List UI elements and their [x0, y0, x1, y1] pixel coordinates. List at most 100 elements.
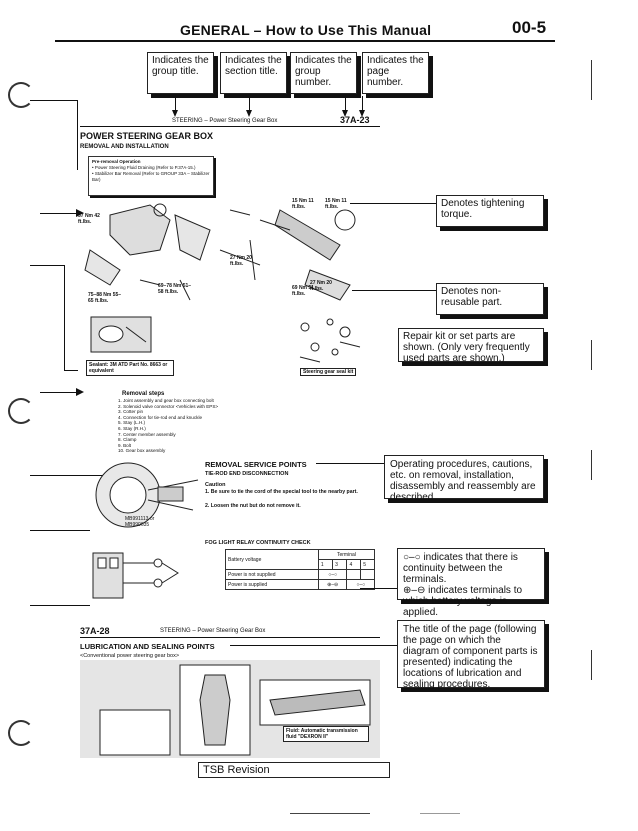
callout-text: Denotes non-reusable part. [441, 286, 503, 308]
sealant-note: Sealant: 3M ATD Part No. 8663 or equival… [86, 360, 174, 376]
callout-operating-procedures: Operating procedures, cautions, etc. on … [384, 455, 544, 503]
leader-line [30, 475, 150, 476]
leader-line [175, 96, 176, 110]
callout-continuity: ○–○ indicates that there is continuity b… [397, 548, 545, 618]
pre-removal-line: Pre-removal Operation [92, 159, 141, 164]
caution-item: 2. Loosen the nut but do not remove it. [205, 503, 301, 509]
battery-voltage-header: Battery voltage [225, 549, 319, 570]
sample-header-rule [80, 126, 380, 127]
torque-label: 15 Nm 11 ft.lbs. [292, 198, 314, 210]
removal-step: 6. Stay (R.H.) [118, 425, 146, 431]
callout-group-number: Indicates the group number. [290, 52, 357, 94]
removal-steps-title: Removal steps [122, 391, 165, 397]
leader-line [230, 645, 397, 646]
leader-line [352, 290, 436, 291]
torque-label: 27 Nm 20 ft.lbs. [230, 255, 252, 267]
leader-line [30, 265, 65, 266]
callout-text: indicates terminals to which battery vol… [403, 585, 523, 618]
battery-cell: ⊕–⊖ [317, 579, 348, 590]
removal-step: 9. Bolt [118, 442, 132, 448]
callout-text: The title of the page (following the pag… [403, 624, 538, 690]
leader-line [40, 392, 78, 393]
relay-row-label: Power is supplied [225, 579, 319, 590]
seal-kit-label: Steering gear seal kit [300, 368, 357, 376]
torque-label: 69–78 Nm 51–58 ft.lbs. [158, 283, 192, 295]
arrow-down-icon [172, 110, 178, 117]
pre-removal-line: • Power Steering Fluid Draining (Refer t… [92, 165, 196, 170]
service-sub-title: TIE-ROD END DISCONNECTION [205, 471, 289, 477]
gear-box-exploded-diagram [84, 203, 356, 301]
terminal-number: 4 [346, 559, 362, 570]
leader-line [350, 203, 436, 204]
header-rule [55, 40, 555, 42]
torque-label: 27 Nm 20 ft.lbs. [310, 280, 332, 292]
relay-check-title: FOG LIGHT RELAY CONTINUITY CHECK [205, 540, 311, 546]
lower-header-line: STEERING – Power Steering Gear Box [160, 628, 266, 634]
battery-symbol: ⊕–⊖ [403, 585, 426, 596]
binder-hole-middle [8, 398, 34, 424]
continuity-cell: ○–○ [317, 569, 348, 580]
relay-row-label: Power is not supplied [225, 569, 319, 580]
terminal-header: Terminal [317, 549, 376, 560]
callout-text: Denotes tightening torque. [441, 198, 525, 220]
sample-header-page: 37A-23 [340, 115, 370, 125]
torque-label: 69 Nm 51 ft.lbs. [292, 285, 314, 297]
arrow-right-icon [76, 209, 84, 217]
page-number: 00-5 [512, 18, 547, 37]
terminal-number: 3 [332, 559, 348, 570]
leader-line [77, 100, 78, 170]
callout-text: Repair kit or set parts are shown. (Only… [403, 331, 530, 364]
sample-header-line: STEERING – Power Steering Gear Box [172, 118, 278, 124]
removal-step: 10. Gear box assembly [118, 448, 166, 454]
seal-kit-diagram [299, 318, 361, 363]
leader-line [40, 213, 78, 214]
leader-line [64, 265, 65, 370]
removal-step: 8. Clamp [118, 437, 137, 443]
torque-label: 15 Nm 11 ft.lbs. [325, 198, 347, 210]
removal-step: 2. Solenoid valve connector <Vehicles wi… [118, 403, 219, 409]
sample-main-title: POWER STEERING GEAR BOX [80, 131, 214, 141]
callout-tightening-torque: Denotes tightening torque. [436, 195, 544, 227]
torque-label: 57 Nm 42 ft.lbs. [78, 213, 100, 225]
service-points-title: REMOVAL SERVICE POINTS [205, 460, 307, 469]
callout-lubrication-page-title: The title of the page (following the pag… [397, 620, 545, 690]
pre-removal-box: Pre-removal Operation • Power Steering F… [88, 156, 214, 196]
leader-line [30, 100, 78, 101]
leader-line [362, 96, 363, 110]
bottom-mark [290, 813, 370, 814]
leader-line [30, 605, 90, 606]
relay-diagram [92, 552, 179, 599]
torque-label: 75–88 Nm 55–65 ft.lbs. [88, 292, 122, 304]
leader-line [345, 96, 346, 110]
callout-text: Indicates the group number. [295, 55, 352, 88]
callout-text: Indicates the section title. [225, 55, 282, 77]
arrow-down-icon [246, 110, 252, 117]
callout-text: indicates that there is continuity betwe… [403, 552, 518, 585]
binder-hole-top [8, 82, 34, 108]
callout-non-reusable: Denotes non-reusable part. [436, 283, 544, 315]
terminal-number: 1 [317, 559, 334, 570]
right-margin-bar [591, 450, 592, 480]
callout-group-title: Indicates the group title. [147, 52, 214, 94]
callout-text: Operating procedures, cautions, etc. on … [390, 459, 536, 503]
callout-page-number: Indicates the page number. [362, 52, 429, 94]
leader-line [249, 96, 250, 110]
tool-ref: MB990635 [125, 522, 150, 528]
caution-title: Caution [205, 482, 226, 488]
callout-repair-kit: Repair kit or set parts are shown. (Only… [398, 328, 544, 364]
removal-steps-list: 1. Joint assembly and gear box connectin… [118, 398, 218, 454]
lower-header-page: 37A-28 [80, 626, 110, 636]
continuity-cell: ○–○ [346, 579, 375, 590]
arrow-down-icon [359, 110, 365, 117]
tsb-revision-box: TSB Revision [198, 762, 390, 778]
removal-step: 4. Connection for tie-rod end and knuckl… [118, 414, 203, 420]
right-margin-bar [591, 340, 592, 370]
removal-step: 1. Joint assembly and gear box connectin… [118, 398, 214, 403]
right-margin-bar [591, 60, 592, 100]
caution-item: 1. Be sure to tie the cord of the specia… [205, 489, 358, 495]
sealant-picture [90, 316, 152, 353]
arrow-down-icon [342, 110, 348, 117]
page-header-title: GENERAL – How to Use This Manual [180, 22, 432, 38]
arrow-right-icon [76, 388, 84, 396]
lubrication-subtitle: <Conventional power steering gear box> [80, 653, 180, 659]
